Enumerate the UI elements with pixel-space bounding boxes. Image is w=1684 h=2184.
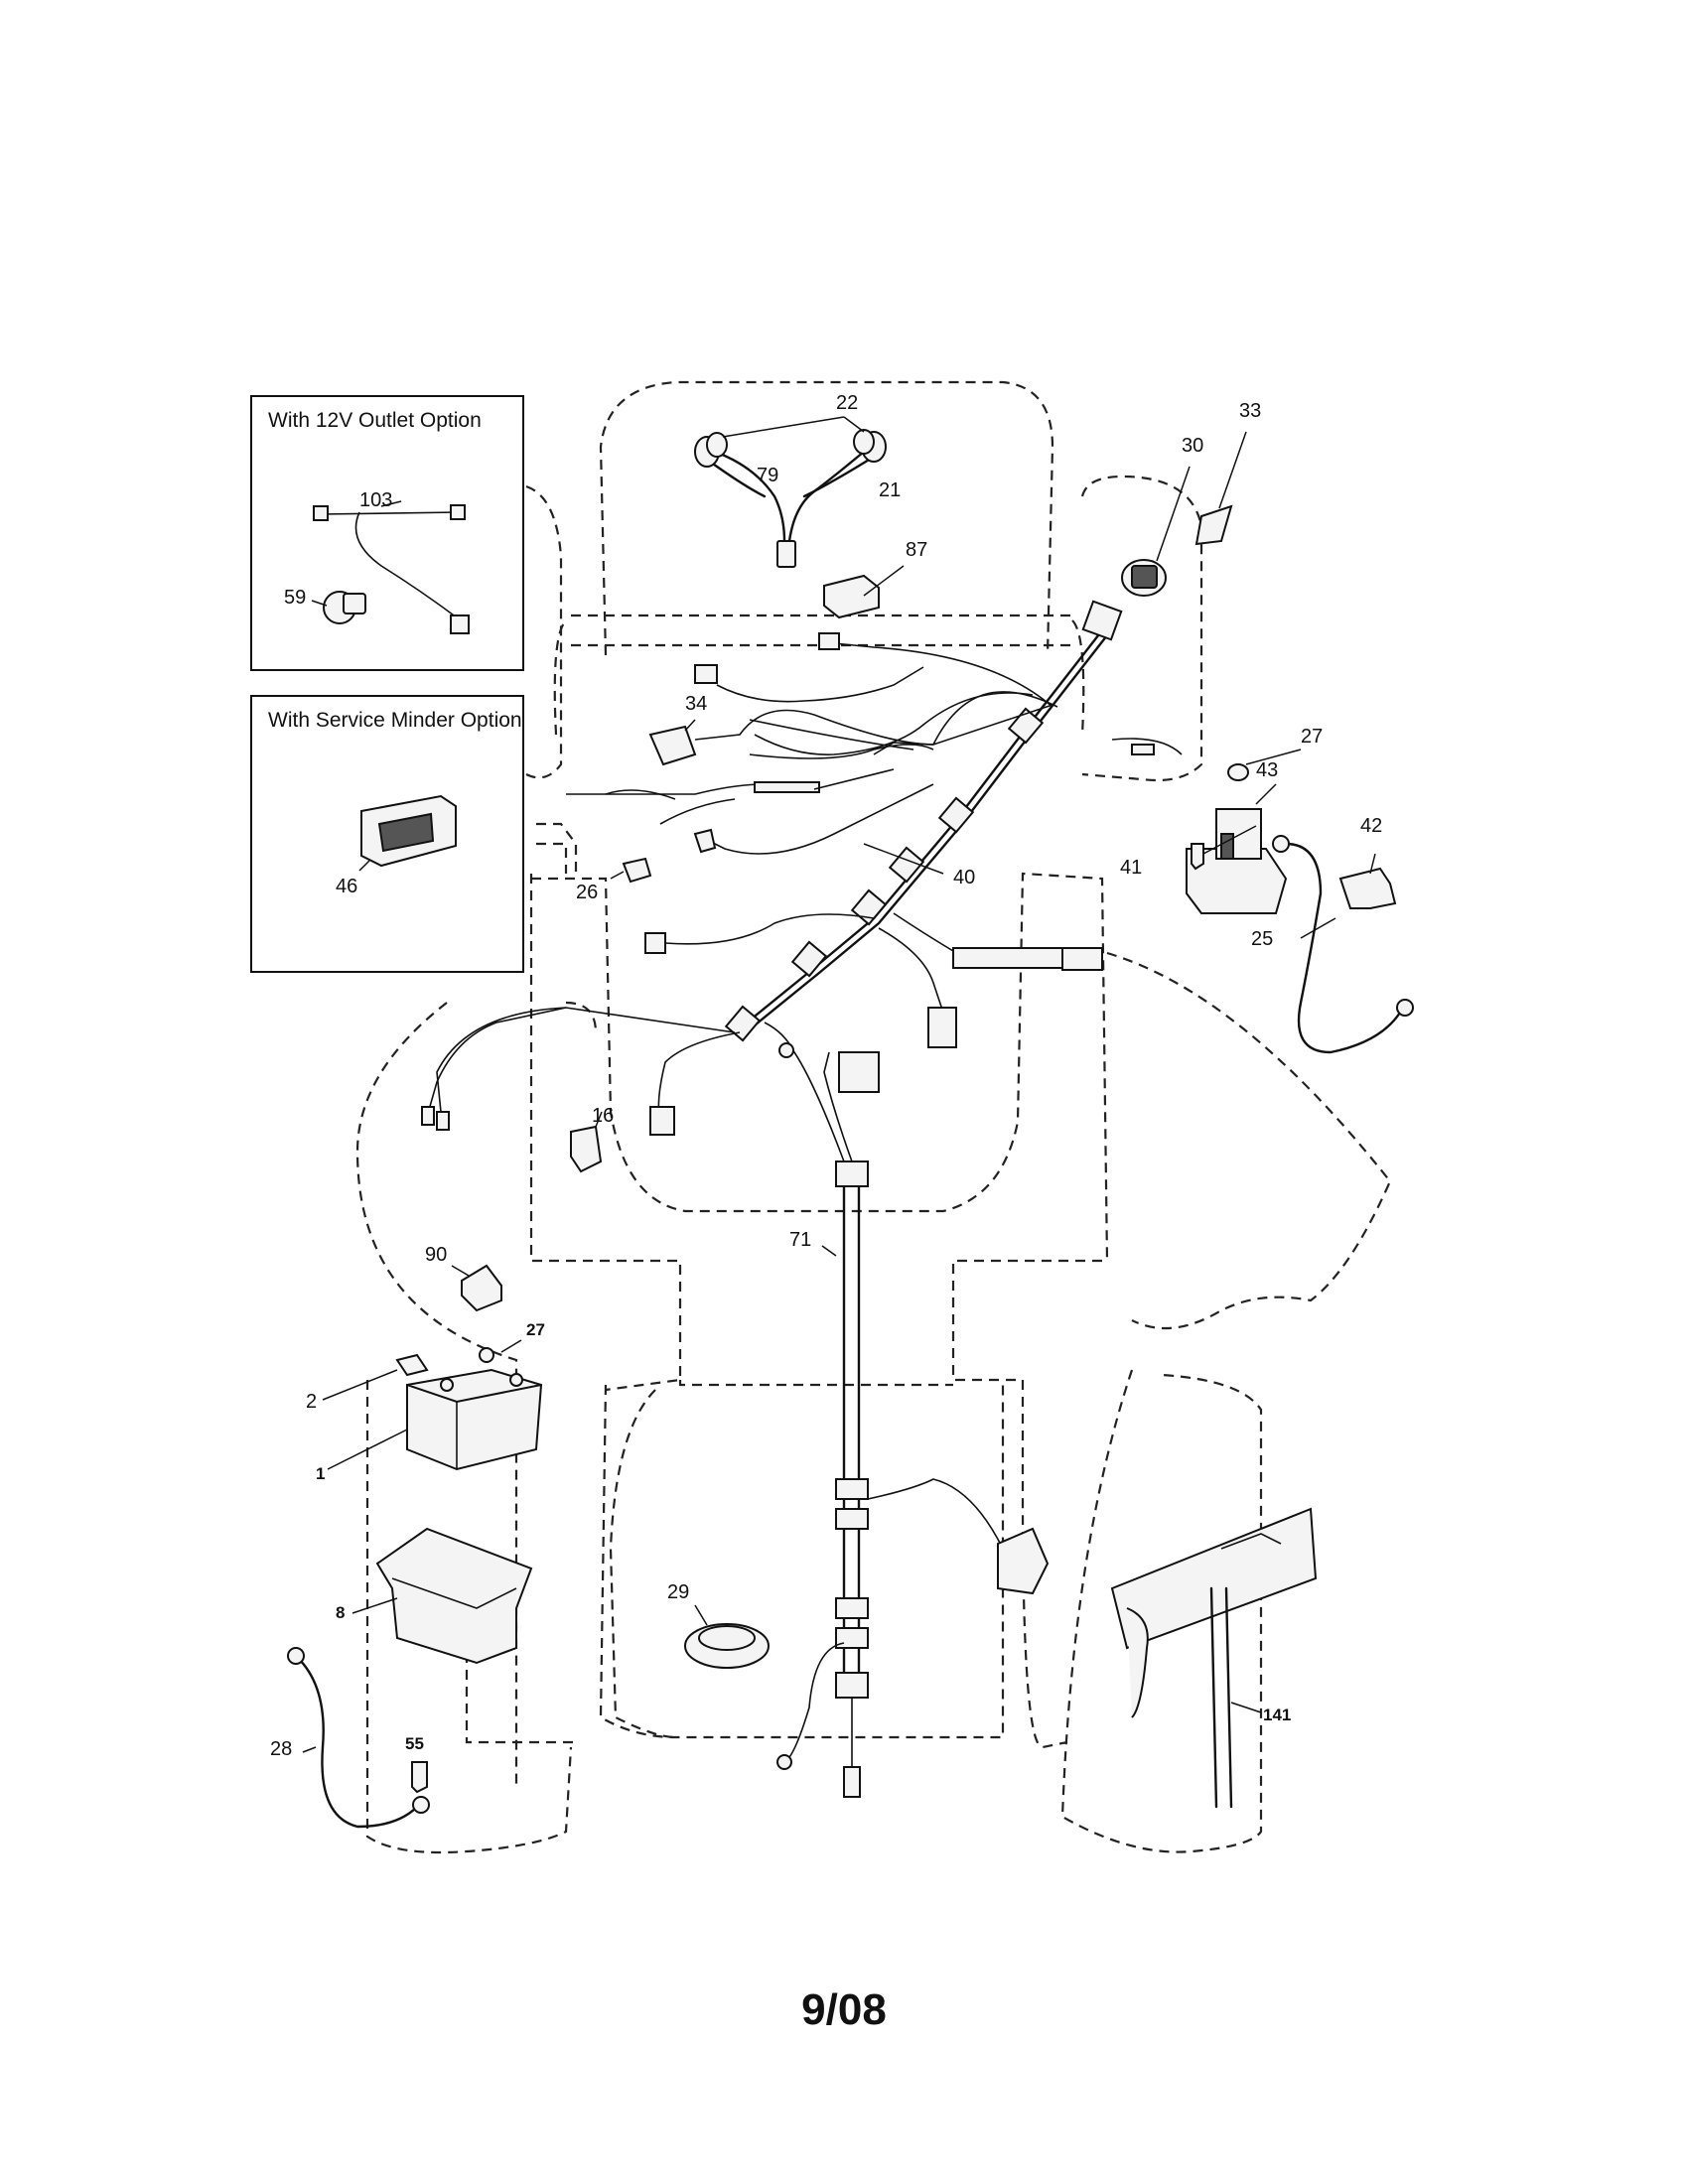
- callout-26: 26: [576, 882, 598, 903]
- callout-29: 29: [667, 1581, 689, 1603]
- callout-8: 8: [336, 1603, 345, 1622]
- callout-2: 2: [306, 1391, 317, 1413]
- outlet-harness-drawing: 103 59: [284, 489, 470, 634]
- wire-71: [764, 1022, 1050, 1798]
- callout-141: 141: [1263, 1706, 1291, 1724]
- positive-cable-25: [1272, 835, 1414, 1054]
- callout-27-battery: 27: [526, 1320, 545, 1339]
- starter-solenoid: [1186, 749, 1302, 914]
- headlight-harness: [694, 416, 887, 568]
- option-box-12v-outlet: With 12V Outlet Option 103 59: [250, 395, 524, 671]
- callout-59: 59: [284, 587, 306, 609]
- callout-43: 43: [1256, 759, 1278, 781]
- part-90: [451, 1264, 502, 1312]
- callout-27-solenoid: 27: [1301, 726, 1323, 748]
- callout-55: 55: [405, 1734, 424, 1753]
- battery-1: [322, 1339, 543, 1471]
- switch-16: [570, 1111, 603, 1173]
- callout-71: 71: [789, 1229, 811, 1251]
- callout-1: 1: [316, 1464, 325, 1483]
- switch-34: [648, 719, 697, 766]
- callout-42: 42: [1360, 815, 1382, 837]
- callout-90: 90: [425, 1244, 447, 1266]
- callout-103: 103: [359, 489, 392, 511]
- callout-22: 22: [836, 392, 858, 414]
- callout-41: 41: [1120, 857, 1142, 879]
- callout-34: 34: [685, 693, 707, 715]
- callout-28: 28: [270, 1738, 292, 1760]
- ignition-switch: [1121, 431, 1247, 597]
- main-harness-40: [421, 600, 1183, 1136]
- callout-33: 33: [1239, 400, 1261, 422]
- horn-29: [684, 1604, 770, 1669]
- date-code: 9/08: [801, 1985, 887, 2034]
- ground-cable-28: [287, 1647, 430, 1829]
- callout-25: 25: [1251, 928, 1273, 950]
- part-141: [1110, 1507, 1318, 1809]
- relay-87: [823, 565, 905, 619]
- option-box-service-minder: With Service Minder Option 46: [250, 695, 524, 973]
- callout-87: 87: [906, 539, 927, 561]
- option-title-12v-outlet: With 12V Outlet Option: [268, 409, 482, 432]
- fuse-26: [610, 857, 652, 884]
- callout-30: 30: [1182, 435, 1203, 457]
- battery-tray-8: [351, 1527, 533, 1665]
- callout-46: 46: [336, 876, 357, 897]
- service-minder-drawing: 46: [336, 794, 457, 897]
- callout-79: 79: [757, 465, 778, 486]
- callout-16: 16: [592, 1105, 614, 1127]
- callout-40: 40: [953, 867, 975, 888]
- callout-labels: 22 79 21 87 30 33 34 26 40 27 43 42 41 2…: [270, 392, 1382, 1760]
- callout-21: 21: [879, 479, 901, 501]
- option-title-service-minder: With Service Minder Option: [268, 709, 522, 732]
